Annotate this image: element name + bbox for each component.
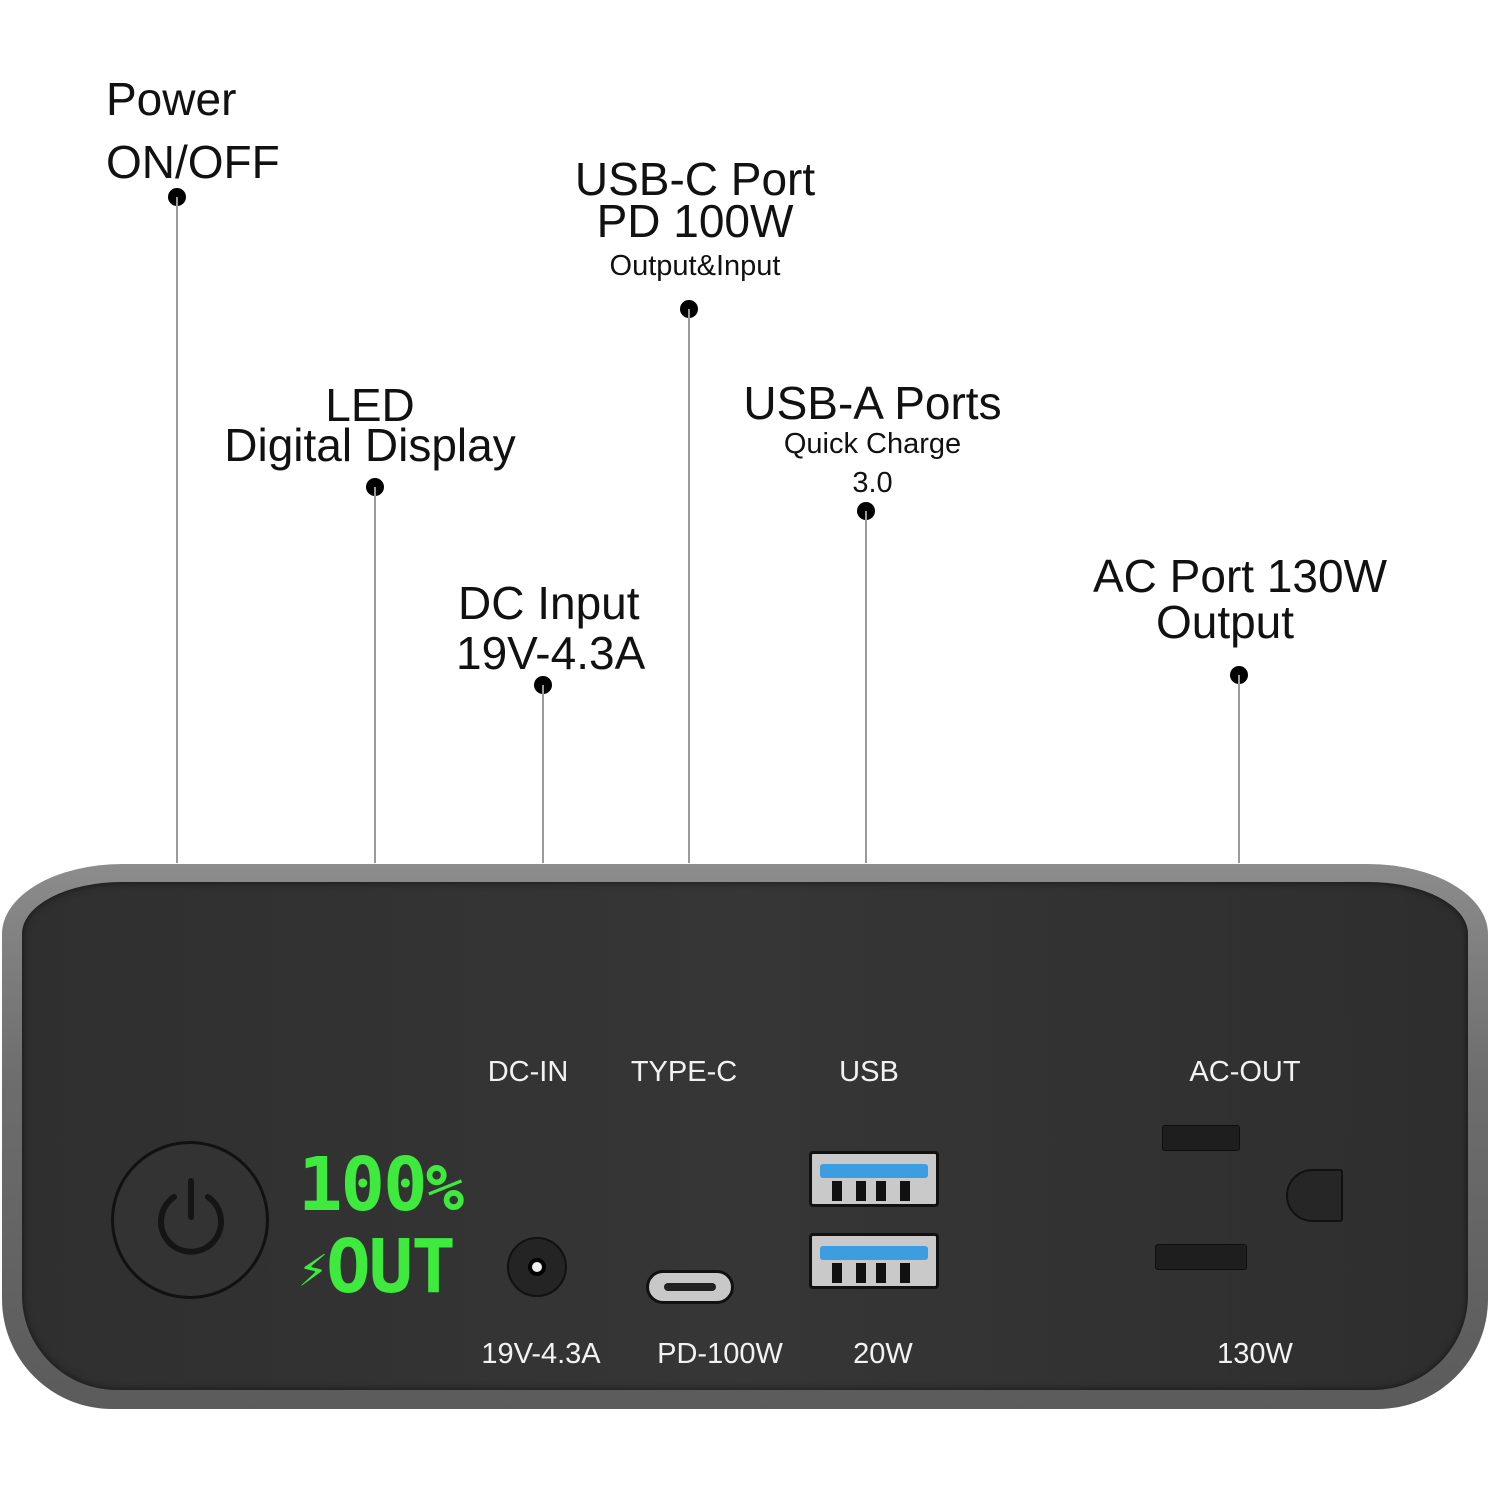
usb-a-port-2[interactable] [809, 1233, 939, 1289]
usb-a-insert [820, 1246, 928, 1260]
label-ac-out: AC-OUT [1189, 1056, 1301, 1088]
callout-usbc-line1: USB-C Port [574, 153, 816, 205]
callout-usba-line2: Quick Charge [783, 428, 962, 460]
callout-led-line1: LED [325, 379, 415, 431]
lcd-status: ⚡OUT [298, 1224, 456, 1310]
spec-type-c: PD-100W [657, 1338, 783, 1370]
ac-outlet-slot-top[interactable] [1162, 1125, 1240, 1151]
usb-pin [900, 1181, 910, 1201]
ac-outlet-slot-bottom[interactable] [1155, 1244, 1247, 1270]
callout-power-line1: Power [106, 73, 237, 125]
callout-usba-line1: USB-A Ports [743, 377, 1002, 429]
power-button[interactable] [111, 1141, 269, 1299]
usb-pin [876, 1181, 886, 1201]
callout-usb-c: USB-C Port PD 100W Output&Input [560, 156, 830, 281]
callout-ac-line1: AC Port 130W [1093, 550, 1387, 602]
spec-ac-out: 130W [1217, 1338, 1293, 1370]
callout-dc-input: DC Input 19V-4.3A [450, 580, 660, 676]
callout-power-line2: ON/OFF [106, 136, 280, 188]
dc-in-port[interactable] [507, 1237, 567, 1297]
power-icon [158, 1178, 224, 1255]
label-dc-in: DC-IN [487, 1056, 569, 1088]
callout-ac-line2: Output [1155, 596, 1295, 648]
callout-usbc-line2: PD 100W [596, 195, 794, 247]
usb-a-insert [820, 1164, 928, 1178]
usb-c-tongue [664, 1283, 716, 1291]
callout-led: LED Digital Display [210, 382, 530, 468]
usb-pin [876, 1263, 886, 1283]
usb-pin [856, 1181, 866, 1201]
label-type-c: TYPE-C [630, 1056, 738, 1088]
dc-in-pin [528, 1258, 546, 1276]
leader-line-ac [1238, 675, 1240, 863]
spec-dc-in: 19V-4.3A [481, 1338, 601, 1370]
callout-usb-a: USB-A Ports Quick Charge 3.0 [725, 380, 1020, 498]
usb-pin [900, 1263, 910, 1283]
callout-led-line2: Digital Display [224, 419, 516, 471]
leader-line-led [374, 487, 376, 863]
percent-sign: % [425, 1152, 465, 1226]
usb-pin [832, 1181, 842, 1201]
lightning-bolt-icon: ⚡ [298, 1240, 328, 1298]
callout-dc-line2: 19V-4.3A [456, 627, 646, 679]
usb-pin [856, 1263, 866, 1283]
lcd-battery-percent: 100% [298, 1142, 465, 1228]
label-usb: USB [839, 1056, 899, 1088]
callout-dc-line1: DC Input [458, 577, 640, 629]
usb-a-port-1[interactable] [809, 1151, 939, 1207]
callout-usba-line3: 3.0 [852, 467, 893, 499]
callout-power: Power ON/OFF [106, 76, 280, 185]
callout-usbc-line3: Output&Input [609, 250, 781, 282]
callout-ac: AC Port 130W Output [1080, 553, 1400, 645]
leader-line-usbc [688, 309, 690, 863]
leader-line-usba [865, 511, 867, 863]
spec-usb: 20W [853, 1338, 913, 1370]
leader-line-dc [542, 685, 544, 863]
power-station-front-panel [22, 882, 1468, 1390]
leader-line-power [176, 197, 178, 863]
ac-outlet-ground-hole[interactable] [1286, 1169, 1343, 1222]
usb-pin [832, 1263, 842, 1283]
